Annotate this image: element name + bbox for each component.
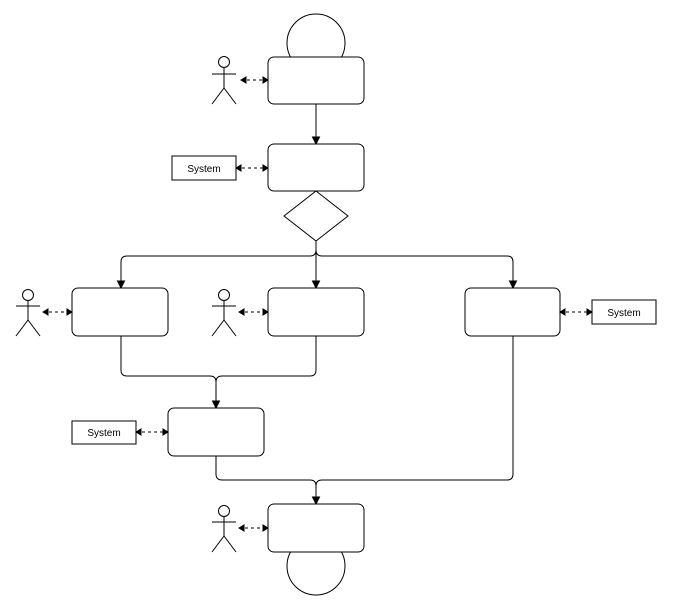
step-box-6 bbox=[167, 407, 265, 457]
step-box-7 bbox=[267, 503, 365, 553]
system-1-connector bbox=[235, 164, 269, 172]
step-box-5 bbox=[464, 287, 561, 337]
system-label-3: System bbox=[87, 428, 120, 439]
system-3-connector bbox=[135, 428, 169, 436]
decision-diamond bbox=[283, 190, 349, 242]
step-box-2 bbox=[267, 143, 365, 192]
system-2-connector bbox=[559, 308, 593, 316]
actor-4-icon bbox=[211, 505, 237, 553]
system-label-1: System bbox=[187, 164, 220, 175]
actor-1-icon bbox=[211, 56, 237, 105]
edge-step1-step2 bbox=[311, 104, 321, 146]
system-box-2 bbox=[591, 299, 657, 325]
actor-2-connector bbox=[42, 308, 73, 316]
actor-4-connector bbox=[238, 524, 269, 532]
edge-merge-step6 bbox=[120, 336, 317, 410]
step-box-3 bbox=[71, 287, 169, 337]
step-box-1 bbox=[267, 56, 365, 105]
edge-merge-final bbox=[215, 336, 514, 506]
step-box-4 bbox=[267, 287, 365, 337]
actor-3-icon bbox=[211, 289, 237, 337]
decision-branches bbox=[116, 241, 518, 290]
actor-1-connector bbox=[240, 76, 269, 84]
system-label-2: System bbox=[607, 308, 640, 319]
actor-2-icon bbox=[15, 289, 41, 337]
actor-3-connector bbox=[238, 308, 269, 316]
